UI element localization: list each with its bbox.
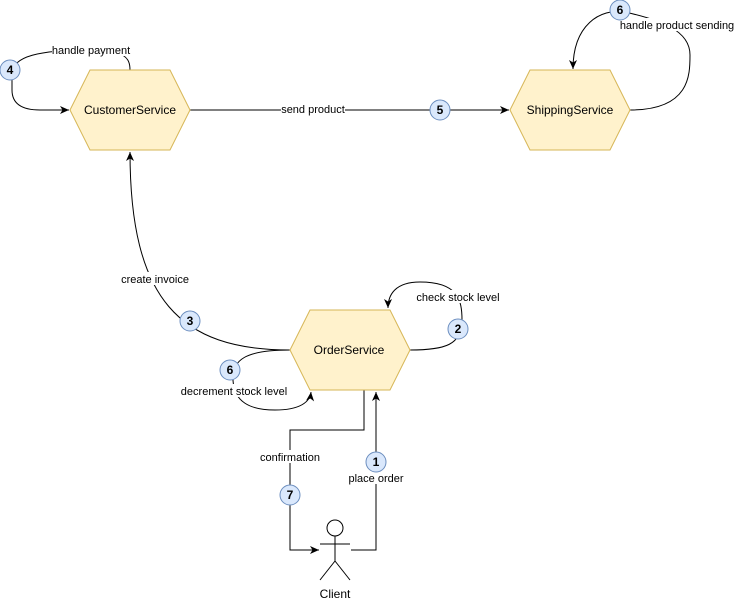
step-badge-6-order: 6 — [219, 359, 241, 381]
label-decrement-stock-level: decrement stock level — [181, 386, 287, 398]
label-create-invoice: create invoice — [121, 274, 189, 286]
step-badge-6-shipping: 6 — [609, 0, 631, 21]
edge-confirmation[interactable] — [289, 390, 365, 554]
client-label: Client — [320, 587, 351, 601]
svg-text:2: 2 — [455, 322, 462, 336]
svg-text:1: 1 — [373, 455, 380, 469]
label-check-stock-level: check stock level — [416, 292, 499, 304]
step-badge-3: 3 — [179, 310, 201, 332]
step-badge-2: 2 — [447, 318, 469, 340]
step-badge-5: 5 — [429, 99, 451, 121]
label-handle-payment: handle payment — [52, 45, 130, 57]
label-send-product: send product — [281, 104, 345, 116]
svg-text:5: 5 — [437, 103, 444, 117]
edge-decrement-stock-level[interactable] — [232, 349, 315, 411]
order-service-node[interactable]: OrderService — [289, 309, 411, 391]
step-badge-4: 4 — [0, 59, 21, 81]
customer-service-label: CustomerService — [84, 103, 176, 117]
client-head — [326, 519, 344, 537]
svg-text:4: 4 — [7, 63, 14, 77]
svg-text:3: 3 — [187, 314, 194, 328]
svg-text:6: 6 — [617, 3, 624, 17]
client-actor[interactable] — [319, 519, 351, 581]
label-confirmation: confirmation — [260, 452, 320, 464]
shipping-service-node[interactable]: ShippingService — [509, 69, 631, 151]
customer-service-node[interactable]: CustomerService — [69, 69, 191, 151]
svg-text:6: 6 — [227, 363, 234, 377]
step-badge-1: 1 — [365, 451, 387, 473]
label-handle-product-sending: handle product sending — [620, 20, 734, 32]
edge-create-invoice[interactable] — [126, 151, 291, 351]
edge-place-order[interactable] — [351, 392, 380, 551]
edge-labels: handle payment send product handle produ… — [52, 18, 735, 485]
step-badge-7: 7 — [279, 484, 301, 506]
order-service-label: OrderService — [314, 343, 385, 357]
svg-text:7: 7 — [287, 488, 294, 502]
shipping-service-label: ShippingService — [527, 103, 614, 117]
label-place-order: place order — [348, 473, 403, 485]
